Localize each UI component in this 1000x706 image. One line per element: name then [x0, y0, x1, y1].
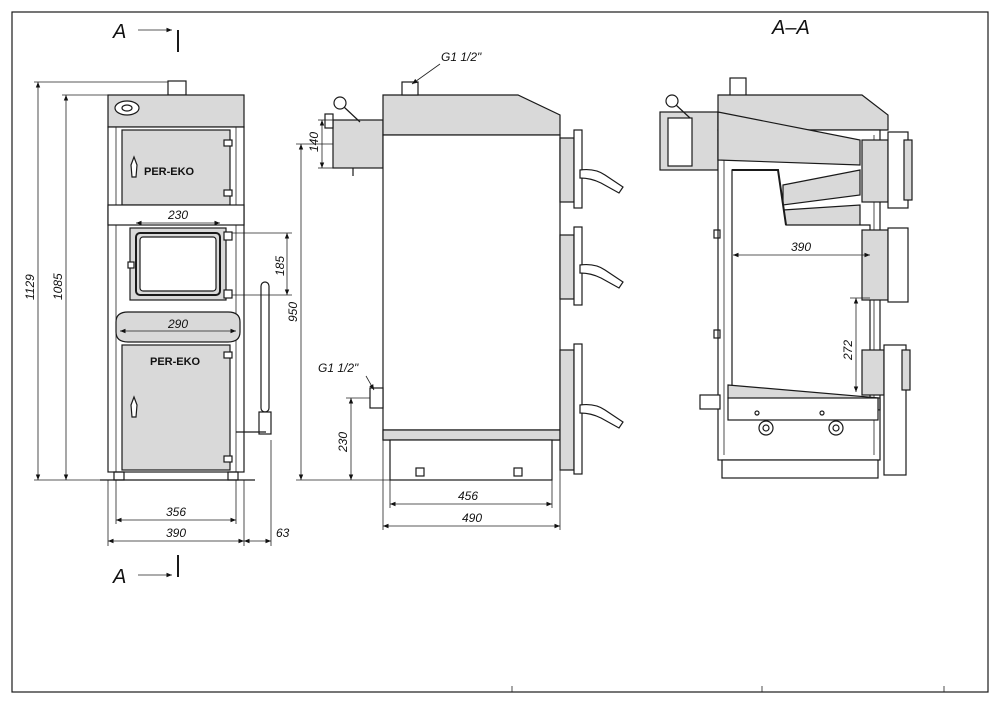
side-door-lower [559, 343, 624, 475]
section-letter-bottom: A [112, 566, 126, 588]
dim-mid-height: 950 [286, 302, 300, 322]
dim-chamber-height: 272 [841, 340, 855, 361]
side-dimensions: G1 1/2" G1 1/2" 140 950 230 456 490 [286, 50, 561, 530]
drawing-frame [11, 11, 989, 693]
dim-height-total: 1129 [23, 274, 37, 300]
section-dimensions: 390 272 [733, 240, 870, 392]
brand-label-upper: PER-EKO [144, 166, 195, 178]
section-marker-top: A [112, 21, 179, 52]
dim-height-body: 1085 [51, 273, 65, 300]
dim-door-width: 230 [167, 208, 188, 222]
side-door-middle [559, 226, 624, 306]
dim-base-width: 356 [166, 505, 186, 519]
section-letter-top: A [112, 21, 126, 43]
dim-overall-width: 390 [166, 526, 186, 540]
section-view [659, 77, 913, 479]
label-side-connection: G1 1/2" [318, 361, 359, 375]
brand-label-lower: PER-EKO [150, 356, 201, 368]
dim-depth-total: 490 [462, 511, 482, 525]
section-title: A–A [771, 17, 810, 39]
dim-opening-height: 185 [273, 256, 287, 276]
side-door-upper [559, 129, 624, 209]
front-dimensions: 1129 1085 230 185 290 356 390 63 [23, 81, 292, 546]
dim-depth-inner: 456 [458, 489, 478, 503]
dim-inner-width: 390 [791, 240, 811, 254]
label-top-connection: G1 1/2" [441, 50, 482, 64]
dim-extra-width: 63 [276, 526, 290, 540]
dim-lower-height: 230 [336, 432, 350, 453]
side-view [324, 81, 624, 481]
dim-upper-height: 140 [307, 132, 321, 152]
dim-handle-width: 290 [167, 317, 188, 331]
section-marker-bottom: A [112, 555, 179, 588]
front-view: PER-EKO PER-EKO [100, 80, 272, 481]
